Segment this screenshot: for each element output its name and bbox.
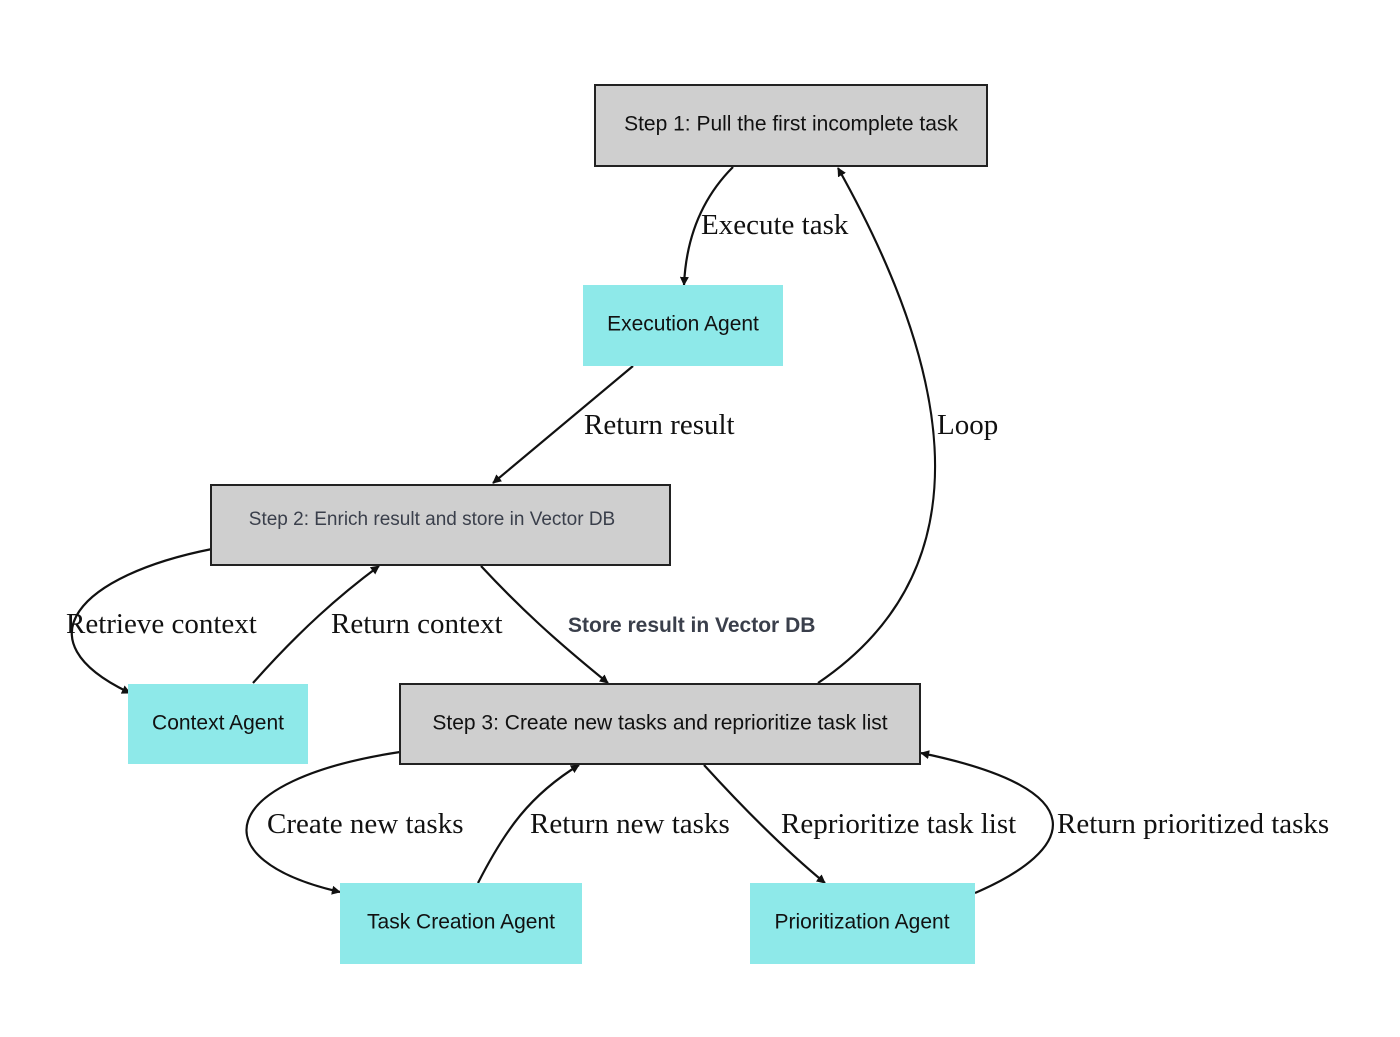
edge-label-return-result: Return result	[584, 409, 735, 441]
edge-label-return-prioritized: Return prioritized tasks	[1057, 808, 1329, 840]
node-prioritization-agent-label: Prioritization Agent	[774, 911, 949, 934]
edge-loop	[817, 167, 937, 684]
node-task-creation-agent-label: Task Creation Agent	[367, 911, 555, 934]
edge-retrieve-context	[70, 547, 213, 694]
edge-label-return-context: Return context	[331, 608, 503, 640]
node-context-agent: Context Agent	[128, 684, 308, 764]
edge-create-new-tasks	[245, 750, 401, 895]
edge-store-result	[480, 565, 609, 684]
node-prioritization-agent: Prioritization Agent	[750, 883, 975, 964]
node-context-agent-label: Context Agent	[152, 712, 284, 735]
node-step3: Step 3: Create new tasks and reprioritiz…	[399, 683, 921, 765]
edge-execute-task	[679, 166, 734, 286]
edge-return-context	[252, 565, 380, 684]
node-step2-label: Step 2: Enrich result and store in Vecto…	[249, 509, 615, 530]
node-execution-agent: Execution Agent	[583, 285, 783, 366]
edge-label-return-new-tasks: Return new tasks	[530, 808, 730, 840]
edge-return-prioritized	[920, 750, 1054, 895]
node-step2: Step 2: Enrich result and store in Vecto…	[210, 484, 671, 566]
edge-label-retrieve-context: Retrieve context	[66, 608, 257, 640]
edge-reprioritize	[703, 764, 826, 884]
edge-return-result	[492, 365, 634, 484]
node-task-creation-agent: Task Creation Agent	[340, 883, 582, 964]
edge-label-store-result: Store result in Vector DB	[568, 614, 815, 637]
node-step3-label: Step 3: Create new tasks and reprioritiz…	[432, 712, 887, 735]
edge-label-create-new-tasks: Create new tasks	[267, 808, 464, 840]
node-execution-agent-label: Execution Agent	[607, 313, 759, 336]
edge-return-new-tasks	[477, 764, 580, 884]
node-step1-label: Step 1: Pull the first incomplete task	[624, 113, 958, 136]
edge-label-execute-task: Execute task	[701, 209, 849, 241]
edge-label-loop: Loop	[937, 409, 998, 441]
node-step1: Step 1: Pull the first incomplete task	[594, 84, 988, 167]
edge-label-reprioritize: Reprioritize task list	[781, 808, 1016, 840]
